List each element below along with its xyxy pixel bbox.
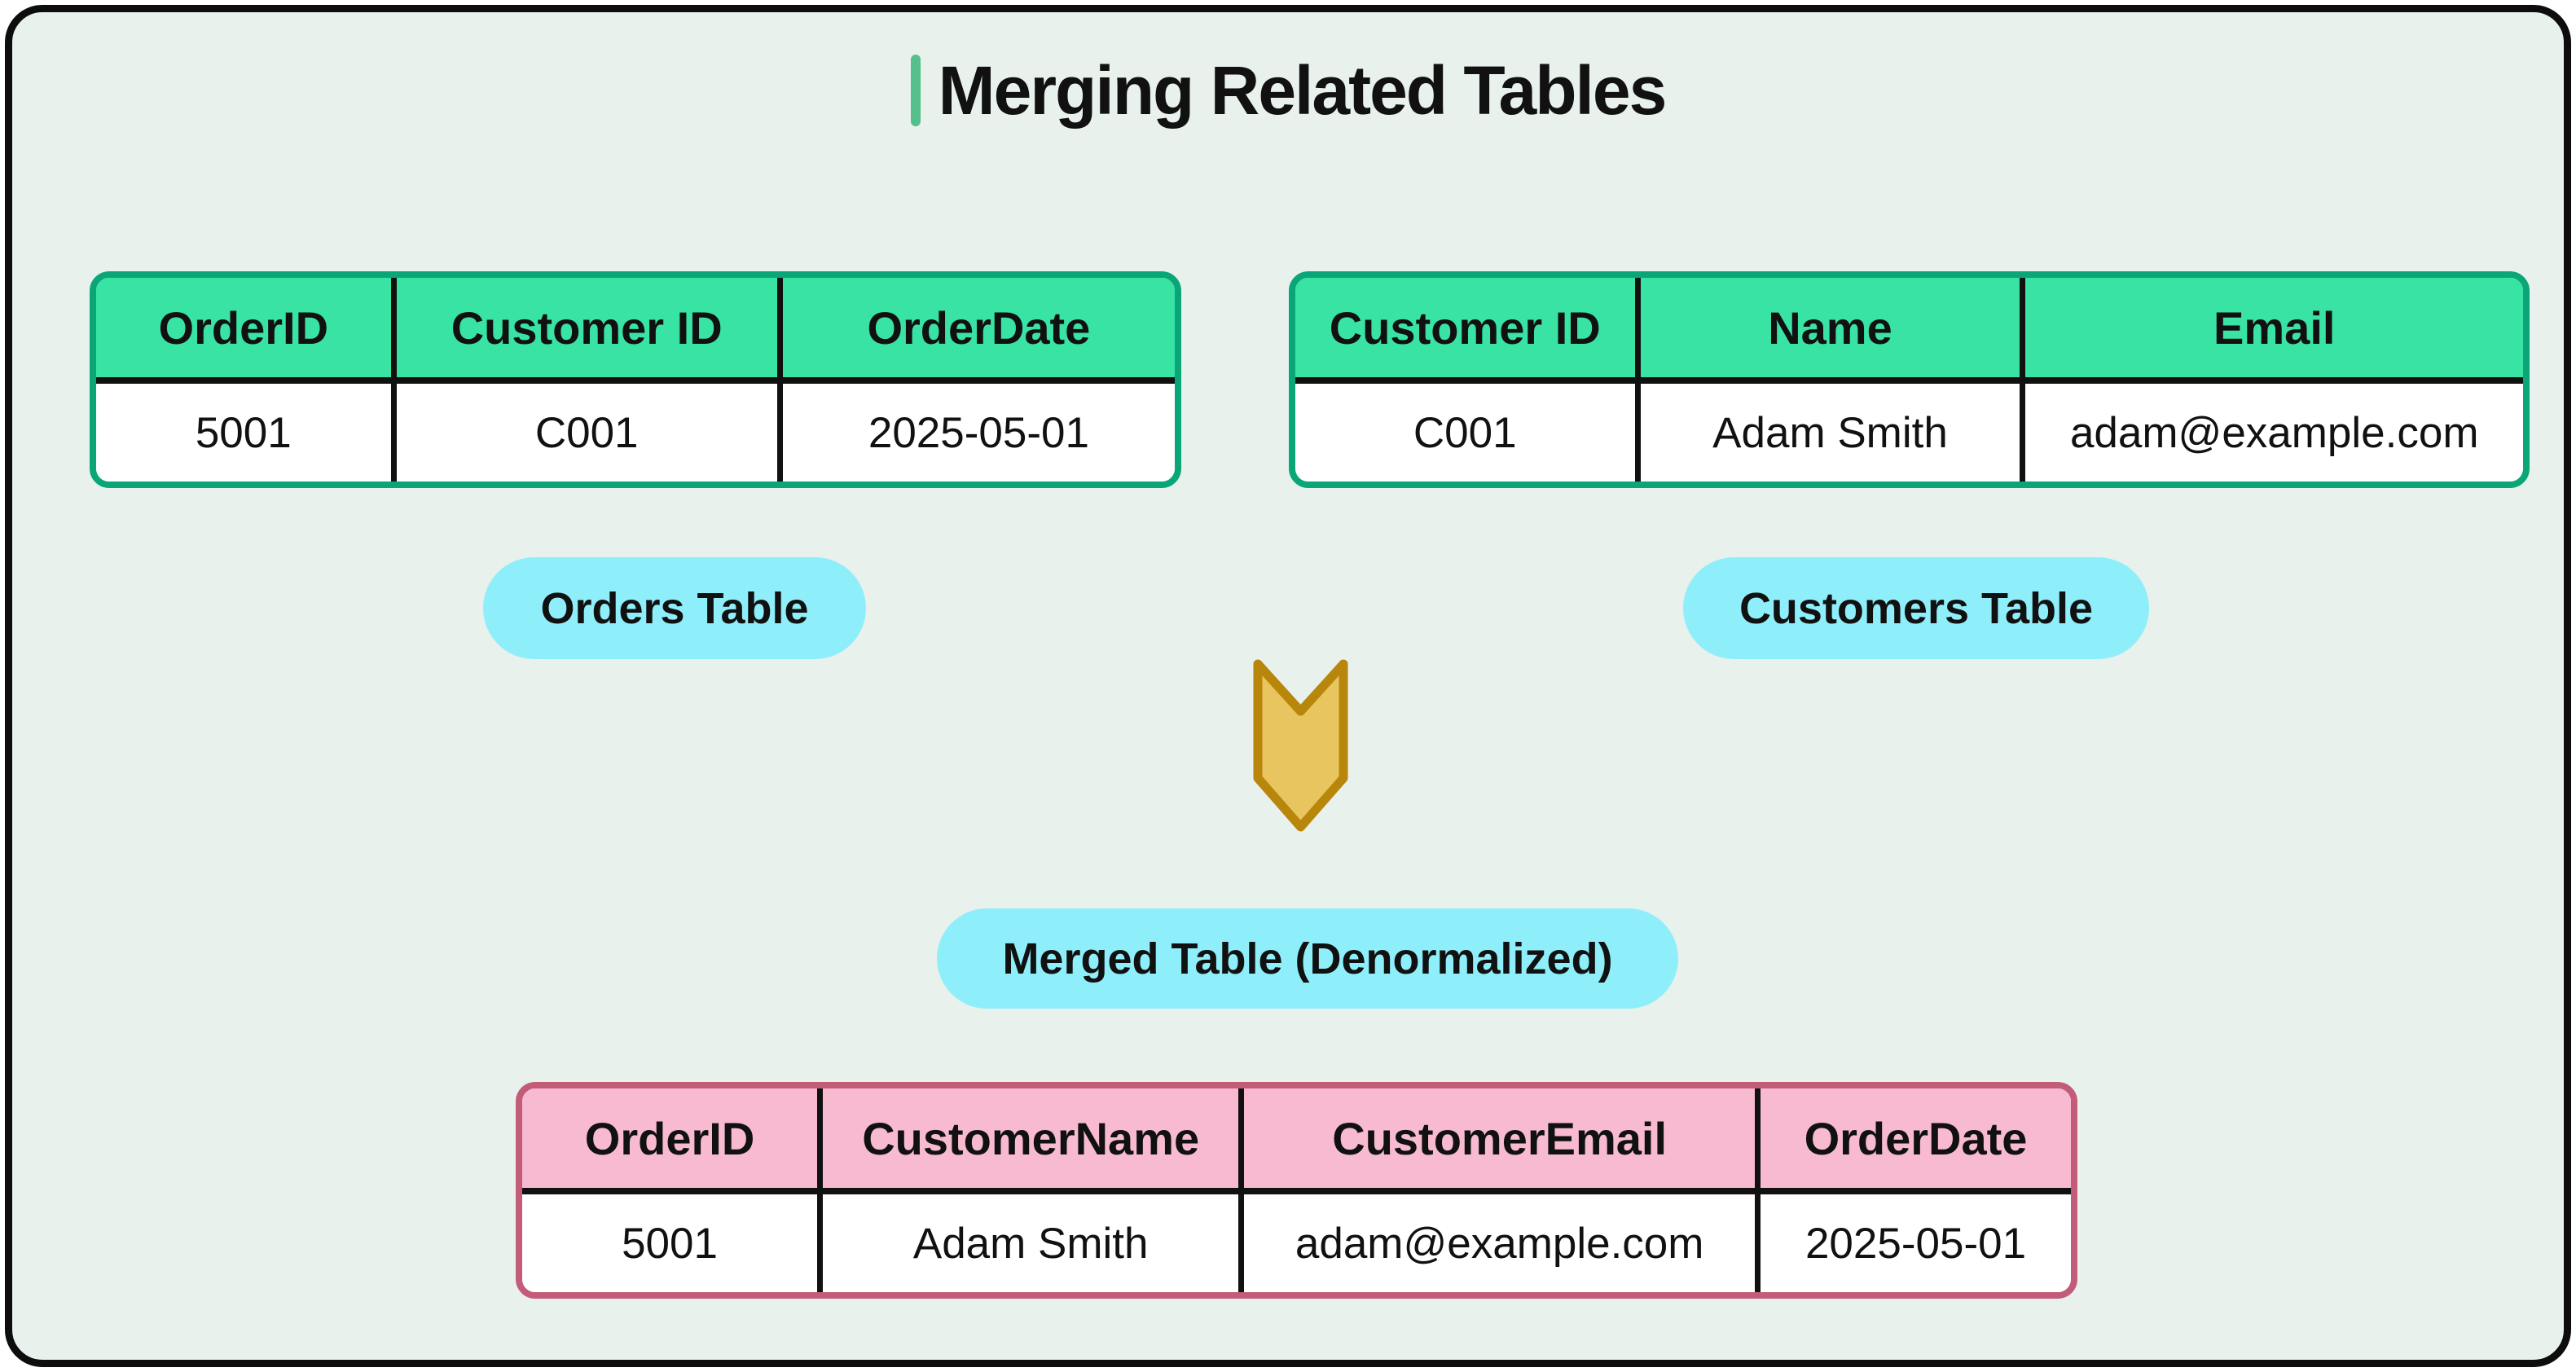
customers-header-customer-id: Customer ID: [1295, 278, 1641, 384]
title-row: Merging Related Tables: [12, 51, 2564, 130]
title-accent-bar: [910, 55, 921, 126]
merged-cell-orderdate: 2025-05-01: [1761, 1194, 2071, 1292]
customers-table: Customer ID Name Email C001 Adam Smith a…: [1289, 271, 2530, 488]
merged-cell-orderid: 5001: [522, 1194, 824, 1292]
customers-table-label: Customers Table: [1683, 557, 2149, 659]
orders-table-label: Orders Table: [483, 557, 866, 659]
merged-table-label: Merged Table (Denormalized): [937, 908, 1678, 1009]
customers-cell-name: Adam Smith: [1640, 384, 2026, 482]
orders-header-orderdate: OrderDate: [782, 278, 1175, 384]
orders-cell-customer-id: C001: [396, 384, 783, 482]
merged-header-orderdate: OrderDate: [1761, 1088, 2071, 1194]
merged-header-customeremail: CustomerEmail: [1244, 1088, 1761, 1194]
customers-header-email: Email: [2025, 278, 2523, 384]
customers-cell-customer-id: C001: [1295, 384, 1641, 482]
orders-header-orderid: OrderID: [96, 278, 397, 384]
merged-cell-customername: Adam Smith: [823, 1194, 1245, 1292]
merged-header-orderid: OrderID: [522, 1088, 824, 1194]
orders-table: OrderID Customer ID OrderDate 5001 C001 …: [90, 271, 1181, 488]
customers-header-name: Name: [1640, 278, 2026, 384]
orders-header-customer-id: Customer ID: [396, 278, 783, 384]
diagram-frame: Merging Related Tables OrderID Customer …: [5, 5, 2571, 1367]
orders-cell-orderdate: 2025-05-01: [782, 384, 1175, 482]
merge-down-arrow-icon: [1253, 659, 1348, 832]
merged-table: OrderID CustomerName CustomerEmail Order…: [516, 1082, 2077, 1299]
merged-header-customername: CustomerName: [823, 1088, 1245, 1194]
customers-cell-email: adam@example.com: [2025, 384, 2523, 482]
orders-cell-orderid: 5001: [96, 384, 397, 482]
merged-cell-customeremail: adam@example.com: [1244, 1194, 1761, 1292]
page-title: Merging Related Tables: [938, 52, 1668, 129]
